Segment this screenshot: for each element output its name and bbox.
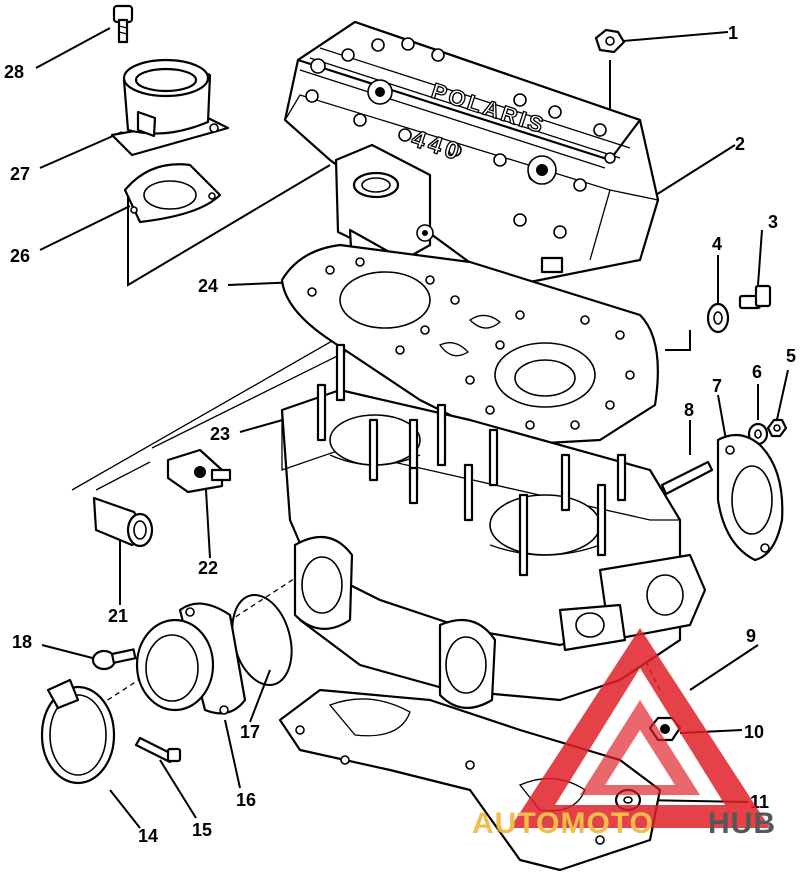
part-24-head-gasket [280,243,659,447]
part-2-head-cover: POLARIS 440 [283,20,660,287]
callout-6: 6 [752,362,762,382]
part-4-washer [706,302,730,334]
part-18-screw [91,648,137,671]
callout-4: 4 [712,234,722,254]
part-22-temperature-sensor [166,448,232,494]
callout-numbers: 1 2 3 4 5 6 7 8 9 10 11 14 15 16 17 18 2… [4,23,796,846]
callout-9: 9 [746,626,756,646]
part-15-screw [134,736,182,764]
callout-26: 26 [10,246,30,266]
part-8-stud [660,460,714,496]
part-27-thermostat-housing [110,58,230,157]
callout-18: 18 [12,632,32,652]
part-26-gasket [123,163,222,224]
callout-7: 7 [712,376,722,396]
part-1-nut [594,28,626,54]
callout-17: 17 [240,722,260,742]
callout-23: 23 [210,424,230,444]
watermark-text-right: HUB [708,807,776,840]
callout-5: 5 [786,346,796,366]
callout-2: 2 [735,134,745,154]
part-7-exhaust-gasket [716,433,784,562]
callout-24: 24 [198,276,218,296]
callout-22: 22 [198,558,218,578]
part-16-intake-adapter [135,602,247,715]
part-28-bolt [112,4,134,44]
callout-14: 14 [138,826,158,846]
callout-15: 15 [192,820,212,840]
part-5-nut [766,418,788,438]
automotohub-watermark: AUTOMOTO HUB [472,628,776,840]
cylinder-block [280,388,707,709]
callout-1: 1 [728,23,738,43]
callout-10: 10 [744,722,764,742]
watermark-triangle-inner [580,700,700,795]
callout-27: 27 [10,164,30,184]
callout-3: 3 [768,212,778,232]
part-3-bolt [738,284,772,310]
part-14-clamp [40,678,116,785]
callout-16: 16 [236,790,256,810]
callout-21: 21 [108,606,128,626]
watermark-text-left: AUTOMOTO [472,807,654,840]
callout-8: 8 [684,400,694,420]
callout-28: 28 [4,62,24,82]
part-21-sleeve [92,496,154,548]
watermark-triangle-logo [510,628,770,828]
part-23-studs [316,343,627,577]
